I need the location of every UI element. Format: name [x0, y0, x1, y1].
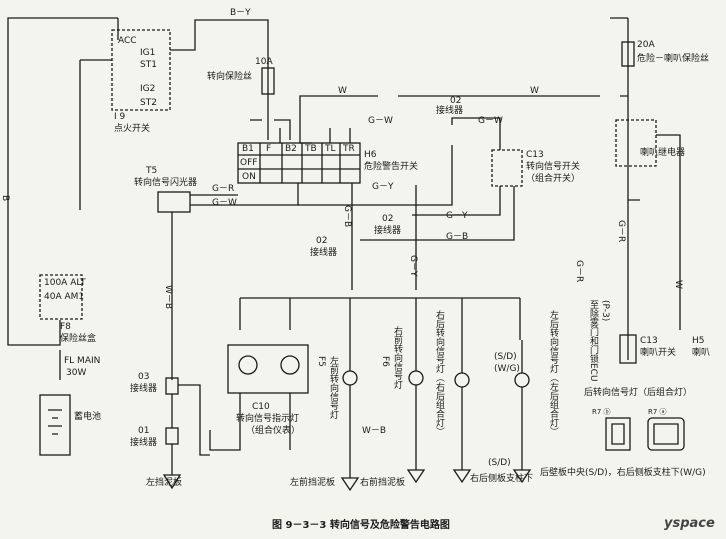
rear-lamps-label: 后转向信号灯（后组合灯） — [584, 388, 693, 398]
ign-acc: ACC — [118, 36, 137, 46]
hz-col-tl: TL — [325, 144, 336, 154]
hz-row-off: OFF — [240, 158, 258, 168]
indicator-name: 转向信号指示灯 — [236, 414, 300, 424]
hz-row-on: ON — [242, 172, 256, 182]
wire-wg1: (W/G) — [494, 364, 520, 374]
battery-name: 蓄电池 — [74, 412, 102, 422]
ground-rear-center: 后壁板中央(S/D)，右后侧板支柱下(W/G) — [540, 468, 706, 478]
ground-right-front-fender: 右前挡泥板 — [360, 478, 406, 488]
ground-left-front-fender: 左前挡泥板 — [290, 478, 336, 488]
ignition-id: I 9 — [114, 112, 126, 122]
horn-id: H5 — [692, 336, 705, 346]
junction01-id: 01 — [138, 426, 150, 436]
hz-col-b2: B2 — [285, 144, 297, 154]
horn-relay-name: 喇叭继电器 — [640, 148, 686, 158]
wire-wb-h: W－B — [362, 426, 387, 436]
ignition-name: 点火开关 — [114, 124, 151, 134]
wire-gy2: G－Y — [446, 211, 468, 221]
turn-switch-id: C13 — [526, 150, 544, 160]
flasher-name: 转向信号闪光器 — [134, 178, 198, 188]
fr-lamp-id: F6 — [380, 356, 390, 367]
fl-main-rating: 30W — [66, 368, 87, 378]
indicator-id: C10 — [252, 402, 270, 412]
junction02a-id: 02 — [450, 96, 462, 106]
conn-r8: R7 ⓐ — [648, 408, 667, 416]
hz-col-tb: TB — [305, 144, 317, 154]
fusebox-name: 保险丝盒 — [60, 334, 97, 344]
conn-r7: R7 ⓑ — [592, 408, 611, 416]
wire-gw2: G－W — [478, 116, 503, 126]
junction02b-name: 接线器 — [374, 226, 402, 236]
ecu-pins: (P-3) — [600, 300, 610, 322]
wire-gy-v: G－Y — [408, 255, 418, 277]
flasher-id: T5 — [146, 166, 158, 176]
wire-w-top: W — [338, 86, 347, 96]
ground-left-fender: 左挡泥板 — [146, 478, 183, 488]
wire-gy1: G－Y — [372, 182, 394, 192]
fr-lamp-name: 右前转向信号灯 — [392, 326, 402, 389]
turn-switch-name: 转向信号开关 — [526, 162, 581, 172]
fusebox-id: F8 — [60, 322, 71, 332]
figure-caption: 图 9－3－3 转向信号及危险警告电路图 — [272, 520, 450, 531]
horn-switch-name: 喇叭开关 — [640, 348, 677, 358]
wire-gb1: G－B — [446, 232, 469, 242]
hazard-horn-fuse-rating: 20A — [637, 40, 655, 50]
rr-lamp: 右后转向信号灯（右后组合灯） — [434, 310, 444, 436]
horn-name: 喇叭 — [692, 348, 711, 358]
hazard-switch-id: H6 — [364, 150, 377, 160]
ground-rr-pillar: 右后侧板支柱下 — [470, 474, 534, 484]
ign-ig1: IG1 — [140, 48, 156, 58]
junction03-id: 03 — [138, 372, 150, 382]
wire-sd2: (S/D) — [488, 458, 511, 468]
junction02c-id: 02 — [316, 236, 328, 246]
wire-gw1: G－W — [368, 116, 393, 126]
turn-fuse-name: 转向保险丝 — [207, 72, 253, 82]
horn-switch-id: C13 — [640, 336, 658, 346]
junction03-name: 接线器 — [130, 384, 158, 394]
fl-lamp-name: 左前转向信号灯 — [328, 356, 338, 419]
hz-col-b1: B1 — [242, 144, 254, 154]
ecu-note: 至除雾门和门锁ECU — [588, 300, 598, 382]
junction02c-name: 接线器 — [310, 248, 338, 258]
hazard-horn-fuse-name: 危险－喇叭保险丝 — [637, 54, 710, 64]
wire-gr-horn: G－R — [616, 220, 626, 243]
junction02b-id: 02 — [382, 214, 394, 224]
wire-wb-v1: W－B — [163, 285, 173, 310]
wire-gr1: G－R — [212, 184, 235, 194]
fuse-alt: 100A ALT — [44, 278, 86, 288]
turn-switch-sub: （组合开关） — [526, 174, 581, 184]
junction02a-name: 接线器 — [436, 106, 464, 116]
watermark-logo: yspace — [664, 516, 715, 531]
hz-col-f: F — [266, 144, 272, 154]
ign-st1: ST1 — [140, 60, 157, 70]
wire-gr-ecu: G－R — [574, 260, 584, 283]
fl-main: FL MAIN — [64, 356, 101, 366]
rl-lamp: 左后转向信号灯（左后组合灯） — [548, 310, 558, 436]
junction01-name: 接线器 — [130, 438, 158, 448]
fl-lamp-id: F5 — [316, 356, 326, 367]
wire-gw3: G－W — [212, 198, 237, 208]
ign-st2: ST2 — [140, 98, 157, 108]
wire-by-label: B－Y — [230, 8, 251, 18]
hazard-switch-name: 危险警告开关 — [364, 162, 419, 172]
wire-w-horn: W — [673, 280, 683, 289]
wire-w-top2: W — [530, 86, 539, 96]
indicator-sub: （组合仪表） — [246, 426, 301, 436]
wire-b-left: B — [0, 195, 10, 202]
wire-sd1: (S/D) — [494, 352, 517, 362]
ign-ig2: IG2 — [140, 84, 156, 94]
turn-fuse-rating: 10A — [255, 57, 273, 67]
wire-gb-v: G－B — [342, 205, 352, 228]
fuse-am1: 40A AM1 — [44, 292, 85, 302]
hz-col-tr: TR — [343, 144, 355, 154]
